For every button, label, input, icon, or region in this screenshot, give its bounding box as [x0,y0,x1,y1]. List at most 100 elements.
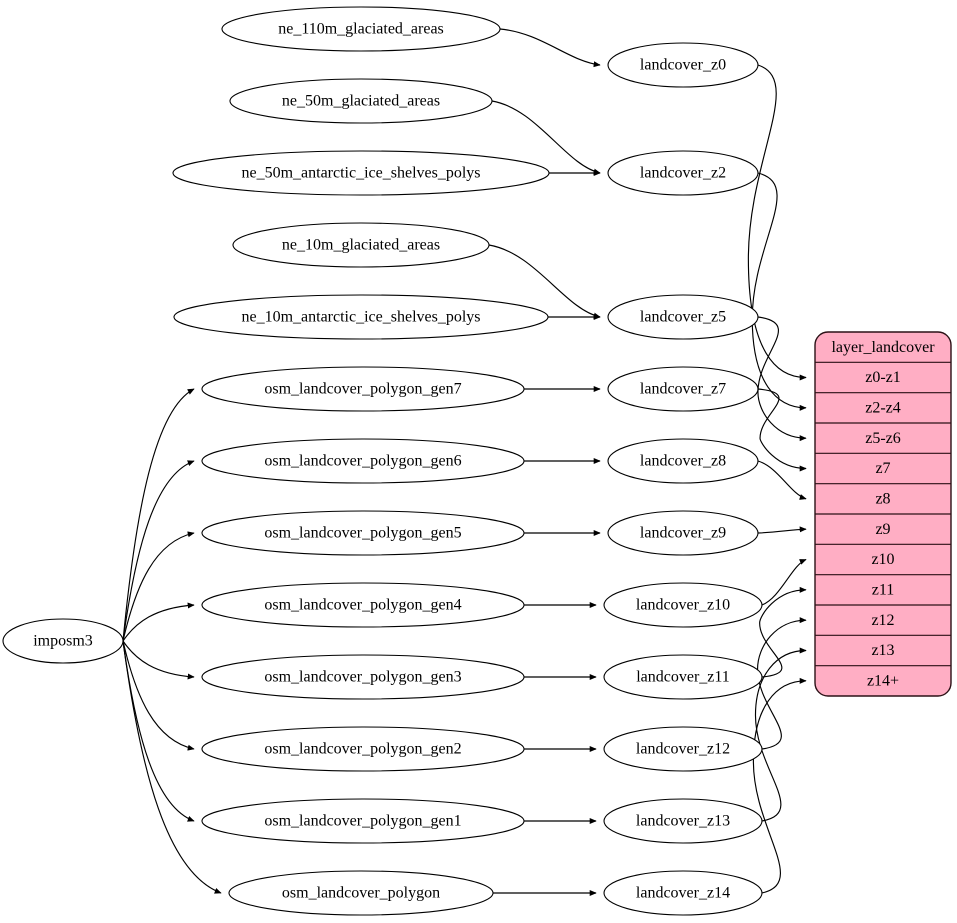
edge-landcover_z13-to-layer_landcover-z13 [754,647,807,822]
node-shape-landcover_z10 [603,582,763,628]
layer-landcover-table: layer_landcoverz0-z1z2-z4z5-z6z7z8z9z10z… [814,331,952,697]
edge-landcover_z8-to-layer_landcover-z8 [757,460,807,500]
node-label-landcover_z8: landcover_z8 [640,453,726,470]
layer-table-row-z13[interactable]: z13 [871,642,894,659]
node-osm_landcover_polygon_gen4[interactable]: osm_landcover_polygon_gen4 [201,582,525,628]
edge-imposm3-to-osm_landcover_polygon [122,640,222,894]
node-shape-landcover_z7 [607,366,759,412]
layer-table-row-z10[interactable]: z10 [871,551,894,568]
node-ne_50m_antarctic_ice_shelves_polys[interactable]: ne_50m_antarctic_ice_shelves_polys [172,150,550,196]
node-shape-landcover_z14 [603,870,763,916]
node-label-landcover_z14: landcover_z14 [636,885,730,902]
layer-table-row-z0-z1[interactable]: z0-z1 [865,369,901,386]
node-ne_110m_glaciated_areas[interactable]: ne_110m_glaciated_areas [221,6,501,52]
node-osm_landcover_polygon[interactable]: osm_landcover_polygon [228,870,494,916]
node-label-osm_landcover_polygon_gen1: osm_landcover_polygon_gen1 [264,813,461,830]
layer-table-row-z9[interactable]: z9 [875,521,890,538]
node-shape-landcover_z8 [607,438,759,484]
node-label-ne_10m_glaciated_areas: ne_10m_glaciated_areas [282,237,440,254]
node-label-landcover_z11: landcover_z11 [636,669,730,686]
layer-table-row-z8[interactable]: z8 [875,491,890,508]
node-ne_10m_glaciated_areas[interactable]: ne_10m_glaciated_areas [232,222,490,268]
node-landcover_z0[interactable]: landcover_z0 [607,42,759,88]
edge-imposm3-to-osm_landcover_polygon_gen3 [122,640,195,680]
node-shape-landcover_z9 [607,510,759,556]
node-shape-landcover_z13 [603,798,763,844]
node-landcover_z10[interactable]: landcover_z10 [603,582,763,628]
node-landcover_z13[interactable]: landcover_z13 [603,798,763,844]
edge-imposm3-to-osm_landcover_polygon_gen5 [122,531,195,642]
layer-table-row-label-z13: z13 [871,642,894,659]
node-landcover_z2[interactable]: landcover_z2 [607,150,759,196]
layer-table-row-z7[interactable]: z7 [875,460,890,477]
node-landcover_z12[interactable]: landcover_z12 [603,726,763,772]
edge-imposm3-to-osm_landcover_polygon_gen7 [122,388,195,642]
node-label-osm_landcover_polygon: osm_landcover_polygon [282,885,440,902]
edge-landcover_z7-to-layer_landcover-z7 [757,388,807,472]
layer-table-row-label-z10: z10 [871,551,894,568]
node-shape-osm_landcover_polygon_gen7 [201,366,525,412]
node-label-imposm3: imposm3 [33,633,93,650]
layer-table-row-label-z8: z8 [875,491,890,508]
node-landcover_z5[interactable]: landcover_z5 [607,294,759,340]
layer-table-row-label-z11: z11 [872,582,895,599]
node-shape-imposm3 [2,618,124,664]
layer-table-row-label-z5-z6: z5-z6 [865,430,901,447]
layer-table-row-z12[interactable]: z12 [871,612,894,629]
node-landcover_z9[interactable]: landcover_z9 [607,510,759,556]
layer-table-row-z5-z6[interactable]: z5-z6 [865,430,901,447]
edge-imposm3-to-osm_landcover_polygon_gen1 [122,640,195,822]
node-shape-landcover_z0 [607,42,759,88]
edge-landcover_z5-to-layer_landcover-z5-z6 [757,316,807,442]
node-shape-ne_50m_glaciated_areas [229,78,493,124]
node-ne_50m_glaciated_areas[interactable]: ne_50m_glaciated_areas [229,78,493,124]
layer-table-row-label-z12: z12 [871,612,894,629]
node-shape-landcover_z12 [603,726,763,772]
node-shape-osm_landcover_polygon_gen1 [201,798,525,844]
node-ne_10m_antarctic_ice_shelves_polys[interactable]: ne_10m_antarctic_ice_shelves_polys [173,294,549,340]
node-landcover_z14[interactable]: landcover_z14 [603,870,763,916]
edge-ne_10m_glaciated_areas-to-landcover_z5 [488,244,601,319]
node-osm_landcover_polygon_gen1[interactable]: osm_landcover_polygon_gen1 [201,798,525,844]
node-label-landcover_z2: landcover_z2 [640,165,726,182]
node-osm_landcover_polygon_gen3[interactable]: osm_landcover_polygon_gen3 [201,654,525,700]
node-label-landcover_z7: landcover_z7 [640,381,726,398]
node-osm_landcover_polygon_gen5[interactable]: osm_landcover_polygon_gen5 [201,510,525,556]
node-landcover_z8[interactable]: landcover_z8 [607,438,759,484]
node-label-osm_landcover_polygon_gen6: osm_landcover_polygon_gen6 [264,453,461,470]
node-imposm3[interactable]: imposm3 [2,618,124,664]
edge-imposm3-to-osm_landcover_polygon_gen2 [122,640,195,751]
edge-landcover_z14-to-layer_landcover-z14- [752,677,807,894]
edge-landcover_z11-to-layer_landcover-z11 [759,586,807,678]
node-shape-landcover_z11 [603,654,763,700]
node-shape-osm_landcover_polygon_gen5 [201,510,525,556]
node-shape-osm_landcover_polygon_gen4 [201,582,525,628]
node-landcover_z11[interactable]: landcover_z11 [603,654,763,700]
node-osm_landcover_polygon_gen2[interactable]: osm_landcover_polygon_gen2 [201,726,525,772]
node-label-osm_landcover_polygon_gen2: osm_landcover_polygon_gen2 [264,741,461,758]
layer-table-row-z2-z4[interactable]: z2-z4 [865,400,901,417]
node-label-landcover_z12: landcover_z12 [636,741,730,758]
edge-ne_110m_glaciated_areas-to-landcover_z0 [499,28,601,68]
node-label-landcover_z10: landcover_z10 [636,597,730,614]
node-label-osm_landcover_polygon_gen7: osm_landcover_polygon_gen7 [264,381,461,398]
edge-landcover_z0-to-layer_landcover-z0-z1 [747,64,807,381]
layer-table-row-z14+[interactable]: z14+ [867,673,899,690]
node-shape-ne_110m_glaciated_areas [221,6,501,52]
edge-imposm3-to-osm_landcover_polygon_gen4 [122,602,195,642]
node-osm_landcover_polygon_gen7[interactable]: osm_landcover_polygon_gen7 [201,366,525,412]
node-osm_landcover_polygon_gen6[interactable]: osm_landcover_polygon_gen6 [201,438,525,484]
edge-imposm3-to-osm_landcover_polygon_gen6 [122,460,195,642]
layer-table-row-label-z0-z1: z0-z1 [865,369,901,386]
node-label-landcover_z0: landcover_z0 [640,57,726,74]
node-label-ne_10m_antarctic_ice_shelves_polys: ne_10m_antarctic_ice_shelves_polys [241,309,480,326]
edge-landcover_z9-to-layer_landcover-z9 [757,526,807,534]
node-landcover_z7[interactable]: landcover_z7 [607,366,759,412]
node-label-ne_50m_antarctic_ice_shelves_polys: ne_50m_antarctic_ice_shelves_polys [241,165,480,182]
node-shape-ne_10m_antarctic_ice_shelves_polys [173,294,549,340]
layer-table-row-label-z9: z9 [875,521,890,538]
layer-table-row-z11[interactable]: z11 [872,582,895,599]
edge-landcover_z10-to-layer_landcover-z10 [761,558,807,606]
